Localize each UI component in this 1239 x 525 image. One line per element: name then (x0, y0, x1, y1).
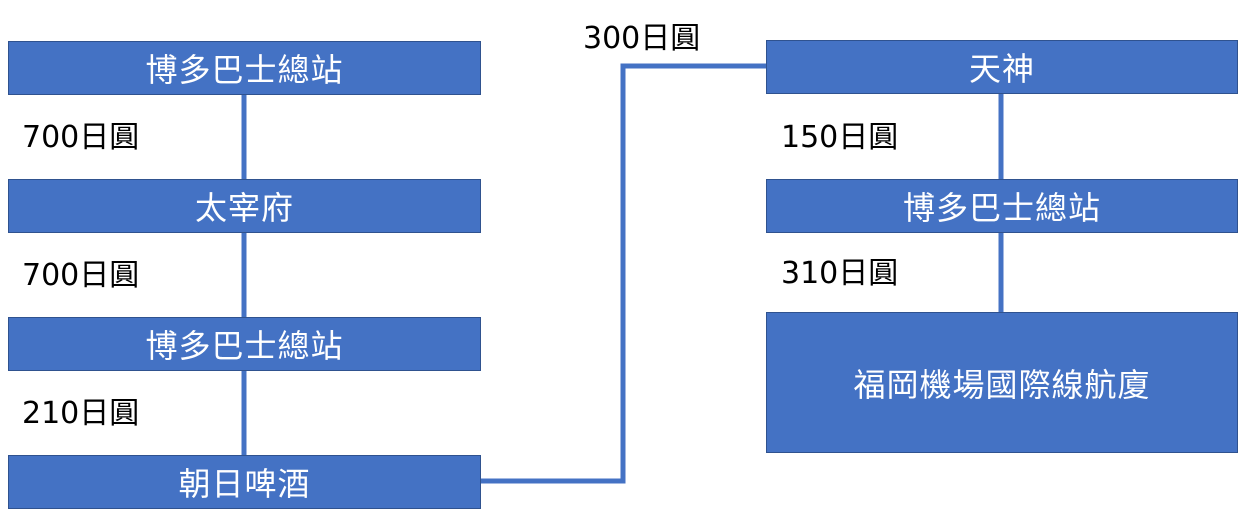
stop-label: 福岡機場國際線航廈 (853, 365, 1151, 404)
fare-label: 700日圓 (22, 120, 140, 155)
stop-label: 朝日啤酒 (178, 465, 311, 503)
stop-box-tenjin: 天神 (766, 40, 1238, 94)
fare-label: 210日圓 (22, 396, 140, 431)
stop-box-hakata-bus-terminal-2: 博多巴士總站 (8, 317, 481, 371)
stop-box-fukuoka-airport-intl-terminal: 福岡機場國際線航廈 (766, 312, 1238, 453)
stop-box-asahi-beer: 朝日啤酒 (8, 455, 481, 509)
stop-box-hakata-bus-terminal-3: 博多巴士總站 (766, 179, 1238, 233)
stop-label: 博多巴士總站 (145, 327, 344, 365)
stop-label: 博多巴士總站 (902, 189, 1101, 227)
stop-box-dazaifu: 太宰府 (8, 179, 481, 233)
stop-label: 博多巴士總站 (145, 51, 344, 89)
fare-label: 150日圓 (781, 120, 899, 155)
transfer-connector-line (481, 63, 767, 484)
transfer-fare-label: 300日圓 (583, 21, 701, 56)
stop-label: 太宰府 (194, 189, 294, 227)
fare-label: 310日圓 (781, 256, 899, 291)
fare-label: 700日圓 (22, 258, 140, 293)
stop-label: 天神 (968, 50, 1035, 88)
stop-box-hakata-bus-terminal-1: 博多巴士總站 (8, 41, 481, 95)
